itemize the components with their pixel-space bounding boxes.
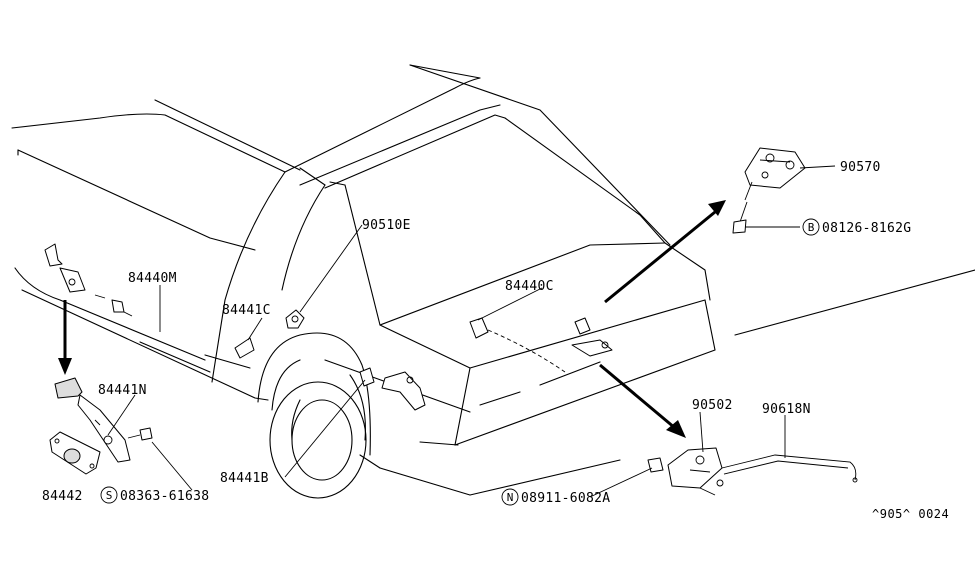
- label-84441C: 84441C: [222, 303, 271, 318]
- symbol-screw: S: [106, 489, 113, 502]
- symbol-circle-nut: [501, 488, 519, 506]
- symbol-nut: N: [507, 491, 514, 504]
- part-08126-bolt: [732, 201, 748, 234]
- part-90502-lock: [667, 447, 723, 496]
- symbol-circle-bolt: [802, 218, 820, 236]
- label-84441B: 84441B: [220, 471, 269, 486]
- label-84442: 84442: [42, 489, 83, 504]
- part-08363-screw: [127, 427, 153, 441]
- label-90618N: 90618N: [762, 402, 811, 417]
- label-08363-61638: 08363-61638: [120, 489, 209, 504]
- leader-lines: [107, 165, 836, 498]
- part-90618N-rod: [716, 454, 858, 487]
- part-labels: 90570 B 08126-8162G 90510E 84440M 84440C…: [42, 160, 949, 521]
- label-84440M: 84440M: [128, 271, 177, 286]
- label-08126-8162G: 08126-8162G: [822, 221, 911, 236]
- part-84440M-cable: [44, 243, 133, 317]
- label-84441N: 84441N: [98, 383, 147, 398]
- part-90570-striker: [744, 147, 806, 201]
- part-08911-nut: [647, 457, 664, 473]
- label-90570: 90570: [840, 160, 881, 175]
- car-body: [11, 64, 975, 499]
- symbol-bolt: B: [808, 221, 815, 234]
- part-84441C-bracket: [234, 337, 255, 359]
- diagram-reference-code: ^905^ 0024: [872, 507, 949, 521]
- part-84440C-cable: [469, 317, 613, 373]
- part-84441N-opener: [54, 377, 131, 463]
- label-08911-6082A: 08911-6082A: [521, 491, 610, 506]
- label-90502: 90502: [692, 398, 733, 413]
- label-90510E: 90510E: [362, 218, 411, 233]
- symbol-circle-screw: [100, 486, 118, 504]
- label-84440C: 84440C: [505, 279, 554, 294]
- callout-arrows: [58, 200, 726, 438]
- part-90510E-clip: [285, 309, 305, 329]
- part-84441B-lever: [359, 367, 426, 411]
- part-84442-handle: [49, 431, 101, 475]
